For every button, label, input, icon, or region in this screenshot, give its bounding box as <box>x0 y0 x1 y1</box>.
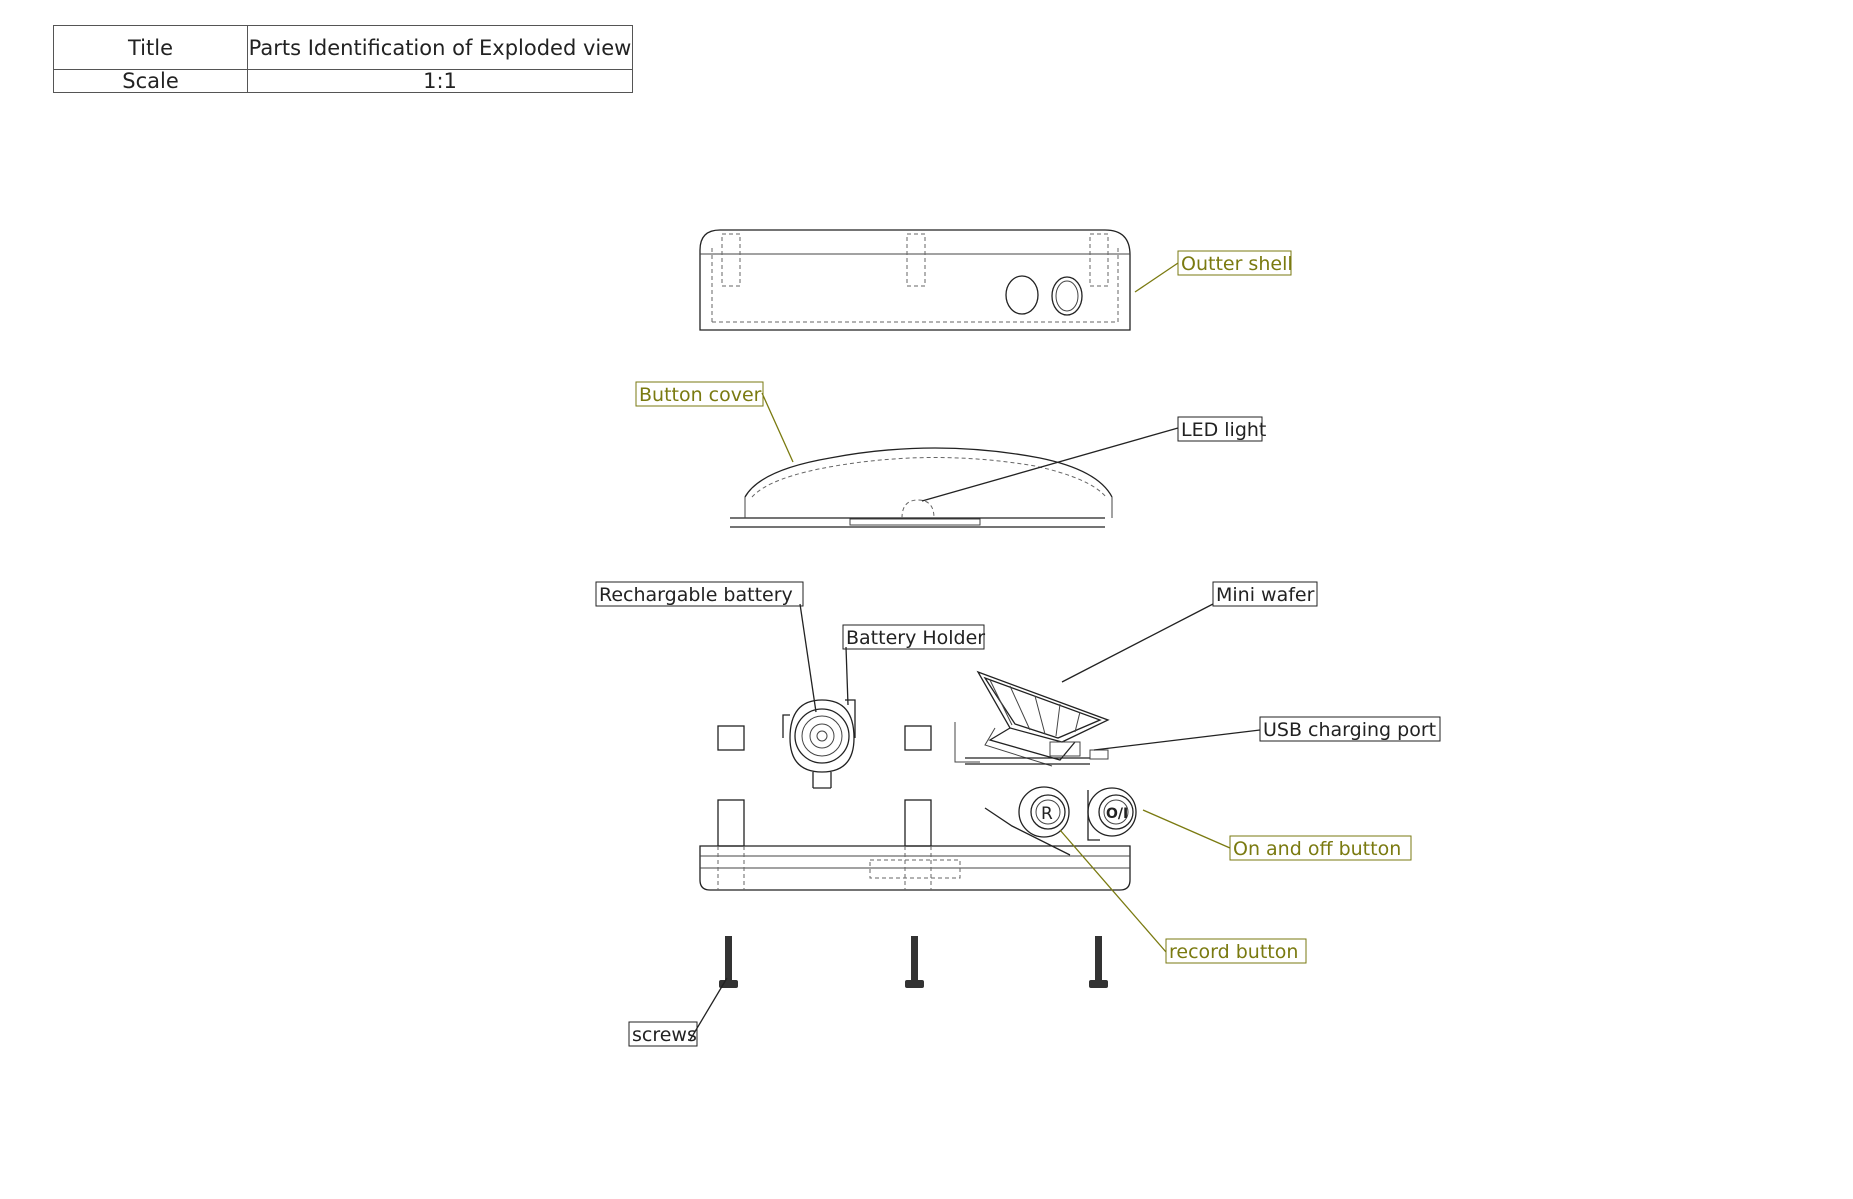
svg-text:Mini wafer: Mini wafer <box>1216 584 1315 606</box>
base-part: R O/I <box>699 786 1137 891</box>
callout-screws: screws <box>628 1021 698 1047</box>
svg-text:USB charging port: USB charging port <box>1263 719 1436 741</box>
screws-part <box>719 936 1108 988</box>
callout-record-button: record button <box>1165 938 1307 964</box>
callout-battery-holder: Battery Holder <box>842 624 985 650</box>
callout-mini-wafer: Mini wafer <box>1212 581 1318 607</box>
svg-text:Button cover: Button cover <box>639 384 762 406</box>
title-key: Title <box>53 25 248 70</box>
svg-text:Outter shell: Outter shell <box>1181 253 1293 275</box>
callout-usb-charging-port: USB charging port <box>1259 716 1441 742</box>
record-glyph: R <box>1041 804 1053 824</box>
screw <box>1089 936 1108 988</box>
button-cover-part <box>730 447 1113 528</box>
svg-text:On and off button: On and off button <box>1233 838 1401 860</box>
callout-rechargeable-battery: Rechargable battery <box>595 581 804 607</box>
scale-value: 1:1 <box>247 69 633 93</box>
callout-led-light: LED light <box>1177 416 1266 442</box>
callout-button-cover: Button cover <box>635 381 764 407</box>
on-off-glyph: O/I <box>1106 806 1128 822</box>
svg-text:screws: screws <box>632 1024 697 1046</box>
title-value: Parts Identification of Exploded view <box>247 25 633 70</box>
callout-outer-shell: Outter shell <box>1177 250 1293 276</box>
callout-on-off-button: On and off button <box>1229 835 1412 861</box>
svg-text:Battery Holder: Battery Holder <box>846 627 985 649</box>
svg-text:record button: record button <box>1169 941 1298 963</box>
battery-holder-part <box>717 699 980 789</box>
svg-text:LED light: LED light <box>1181 419 1266 441</box>
mini-wafer-part <box>965 670 1110 767</box>
outer-shell-part <box>699 229 1131 331</box>
svg-text:Rechargable battery: Rechargable battery <box>599 584 793 606</box>
screw <box>719 936 738 988</box>
leader-lines <box>689 262 1261 1041</box>
scale-key: Scale <box>53 69 248 93</box>
screw <box>905 936 924 988</box>
title-block: Title Parts Identification of Exploded v… <box>53 25 633 93</box>
